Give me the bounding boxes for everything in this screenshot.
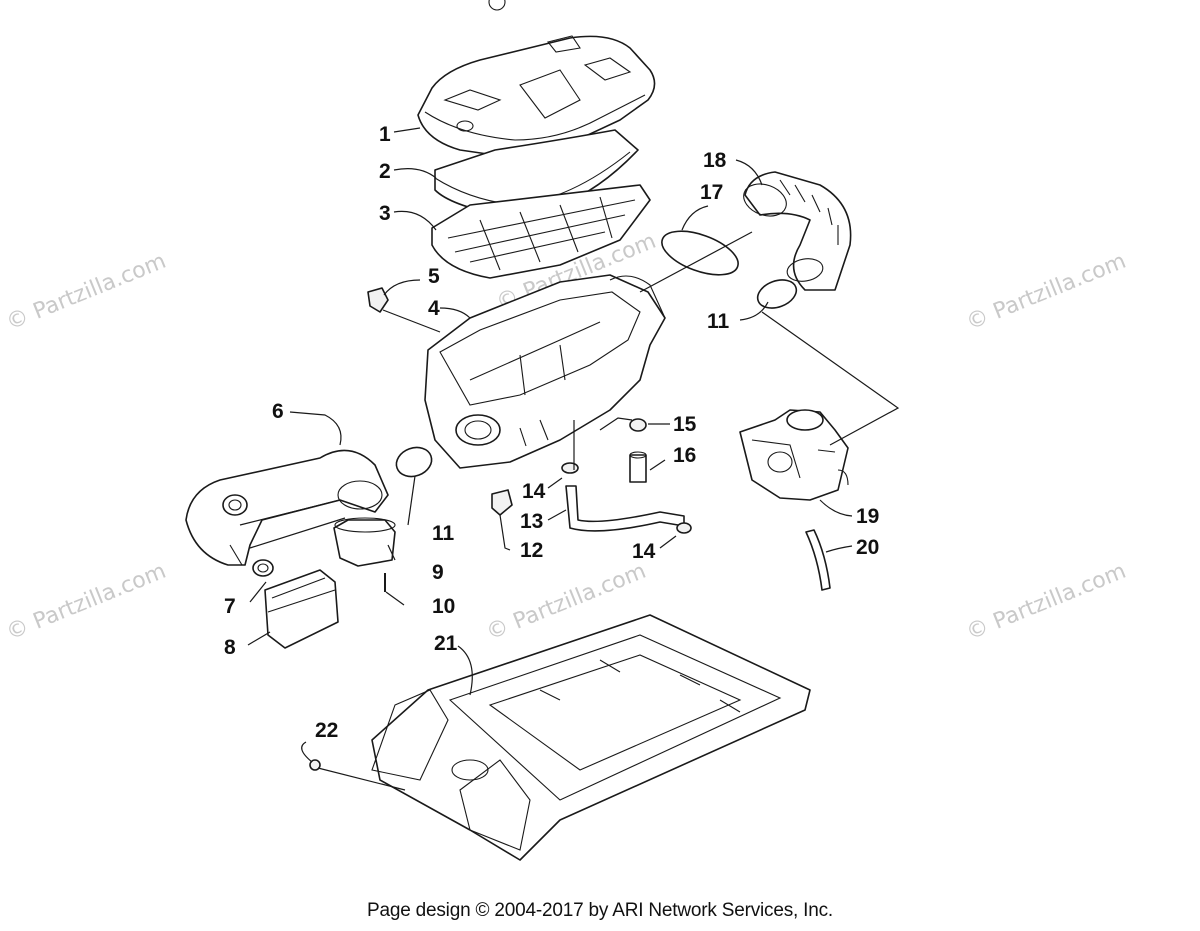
callout-1: 1 — [379, 123, 391, 146]
grommet[interactable] — [252, 559, 274, 577]
air-box-housing[interactable] — [424, 274, 666, 469]
callout-labels: 1 2 3 4 5 6 7 8 9 10 11 11 12 13 14 14 1… — [224, 123, 879, 742]
watermark: © Partzilla.com — [963, 249, 1130, 336]
callout-5: 5 — [428, 265, 440, 288]
hose-clip[interactable] — [629, 418, 647, 432]
callout-3: 3 — [379, 202, 391, 225]
hose-clamp[interactable] — [392, 443, 435, 482]
callout-2: 2 — [379, 160, 391, 183]
large-clamp[interactable] — [656, 222, 743, 283]
callout-22: 22 — [315, 719, 338, 742]
latch-clip[interactable] — [367, 287, 389, 313]
page-footer: Page design © 2004-2017 by ARI Network S… — [367, 900, 833, 921]
drain-valve[interactable] — [491, 489, 513, 516]
callout-16: 16 — [673, 444, 696, 467]
callout-7: 7 — [224, 595, 236, 618]
drain-plug[interactable] — [629, 451, 647, 483]
floor-panel[interactable] — [371, 614, 811, 861]
vent-hose[interactable] — [805, 529, 831, 591]
callout-6: 6 — [272, 400, 284, 423]
callout-17: 17 — [700, 181, 723, 204]
callout-9: 9 — [432, 561, 444, 584]
leader-lines — [239, 127, 900, 791]
hose-clamp[interactable] — [754, 275, 800, 313]
callout-4: 4 — [428, 297, 440, 320]
pre-filter-box[interactable] — [264, 569, 339, 649]
callout-14: 14 — [632, 540, 656, 563]
filter-cage[interactable] — [431, 184, 651, 279]
watermark: © Partzilla.com — [3, 249, 170, 336]
callout-21: 21 — [434, 632, 458, 655]
watermark: © Partzilla.com — [3, 559, 170, 646]
callout-10: 10 — [432, 595, 455, 618]
callout-11: 11 — [432, 522, 455, 545]
carburetor[interactable] — [739, 409, 849, 501]
callout-20: 20 — [856, 536, 879, 559]
copyright-mark — [488, 0, 506, 11]
carburetor-boot[interactable] — [739, 171, 852, 291]
callout-8: 8 — [224, 636, 236, 659]
callout-14: 14 — [522, 480, 546, 503]
callout-12: 12 — [520, 539, 543, 562]
callout-15: 15 — [673, 413, 697, 436]
air-box-cover[interactable] — [417, 35, 656, 159]
hose-clamp-small[interactable] — [676, 522, 692, 534]
breather-hose[interactable] — [565, 485, 685, 532]
intake-duct[interactable] — [185, 449, 389, 566]
watermark: © Partzilla.com — [963, 559, 1130, 646]
intake-boot[interactable] — [333, 517, 396, 567]
hose-clamp-small[interactable] — [561, 462, 579, 474]
callout-13: 13 — [520, 510, 543, 533]
callout-11: 11 — [707, 310, 730, 333]
panel-screw[interactable] — [309, 759, 321, 771]
callout-18: 18 — [703, 149, 727, 172]
callout-19: 19 — [856, 505, 879, 528]
